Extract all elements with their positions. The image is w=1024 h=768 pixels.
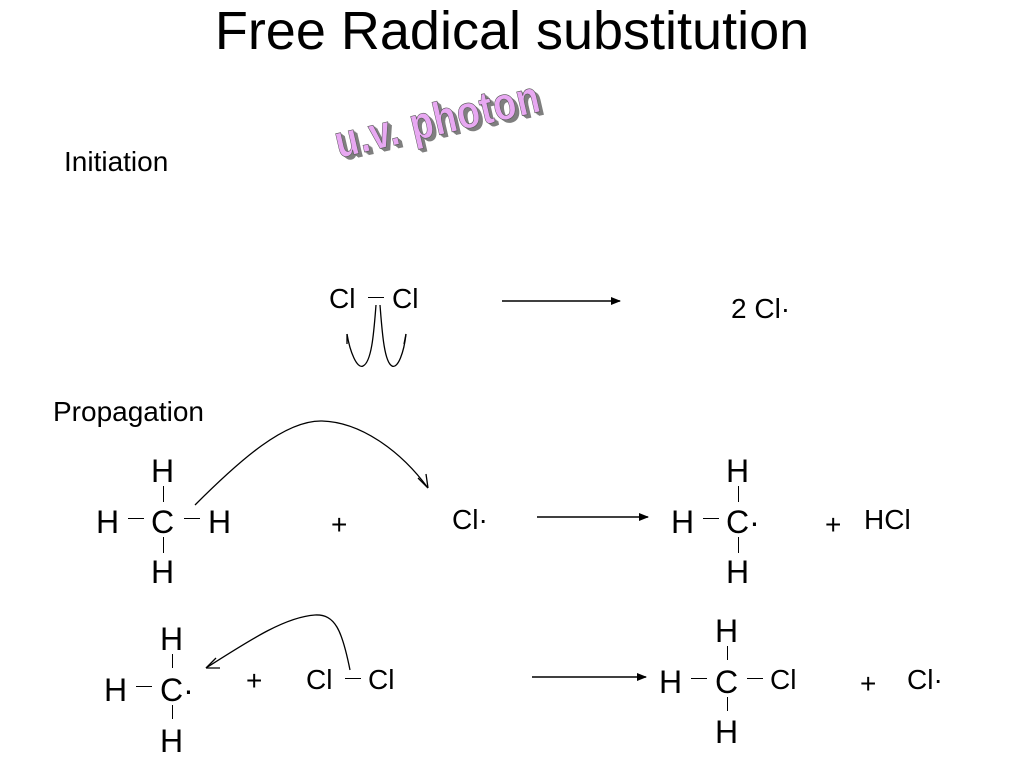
methyl-h-left: H: [104, 672, 128, 708]
methyl-bond-bottom: [172, 705, 173, 719]
propagation2-cl-radical: Cl·: [907, 664, 943, 695]
initiation-product: 2 Cl·: [731, 293, 791, 324]
methane-bond-bottom: [163, 537, 164, 553]
chloromethane-bond-top: [727, 646, 728, 660]
chloromethane-cl: Cl: [770, 664, 797, 695]
methyl-c-radical: C·: [160, 672, 194, 708]
methane-bond-right: [184, 518, 200, 519]
propagation2-plus: +: [246, 665, 263, 696]
uv-photon-wordart: u.v. photon: [329, 69, 546, 168]
propagation1-curved-arrow: [194, 420, 429, 506]
methane-bond-left: [128, 518, 144, 519]
methane-h-left: H: [96, 504, 120, 540]
propagation1-plus: +: [331, 509, 348, 540]
chloromethane-bond-right: [747, 678, 763, 679]
methyl-product-h-left: H: [671, 504, 695, 540]
page-title: Free Radical substitution: [214, 1, 810, 61]
methyl-product-bond-bottom: [738, 537, 739, 553]
methyl-bond-left: [136, 686, 152, 687]
methyl-product-c-radical: C·: [726, 504, 760, 540]
initiation-label: Initiation: [64, 146, 169, 177]
methane-c: C: [151, 504, 175, 540]
methane-h-top: H: [151, 453, 175, 489]
propagation2-curved-arrow: [205, 614, 351, 671]
fishhook-arrow-left: [346, 304, 377, 367]
propagation2-cl-right: Cl: [368, 664, 395, 695]
chloromethane-c: C: [715, 664, 739, 700]
initiation-cl-left: Cl: [329, 283, 356, 314]
methyl-bond-top: [172, 654, 173, 668]
propagation2-plus2: +: [860, 668, 877, 699]
methane-bond-top: [163, 486, 164, 502]
propagation1-cl-radical: Cl·: [452, 504, 488, 535]
methyl-product-h-top: H: [726, 453, 750, 489]
methyl-product-h-bottom: H: [726, 554, 750, 590]
propagation2-curved-arrow-head: [205, 657, 220, 669]
methyl-h-bottom: H: [160, 723, 184, 759]
chloromethane-h-bottom: H: [715, 714, 739, 750]
fishhook-barb-right: [403, 333, 407, 345]
propagation-label: Propagation: [53, 396, 205, 427]
propagation1-plus2: +: [825, 509, 842, 540]
chloromethane-bond-left: [691, 678, 707, 679]
methyl-product-bond-left: [703, 518, 719, 519]
methane-h-right: H: [208, 504, 232, 540]
propagation2-cl-left: Cl: [306, 664, 333, 695]
chloromethane-bond-bottom: [727, 697, 728, 711]
initiation-cl-right: Cl: [392, 283, 419, 314]
methane-h-bottom: H: [151, 554, 175, 590]
methyl-h-top: H: [160, 621, 184, 657]
propagation2-cl-bond: [345, 678, 361, 679]
chloromethane-h-top: H: [715, 613, 739, 649]
propagation1-curved-arrow-head: [417, 473, 429, 489]
initiation-cl-bond: [368, 297, 384, 298]
propagation1-hcl: HCl: [864, 504, 911, 535]
methyl-product-bond-top: [738, 486, 739, 502]
chloromethane-h-left: H: [659, 664, 683, 700]
fishhook-arrow-right: [379, 304, 407, 367]
